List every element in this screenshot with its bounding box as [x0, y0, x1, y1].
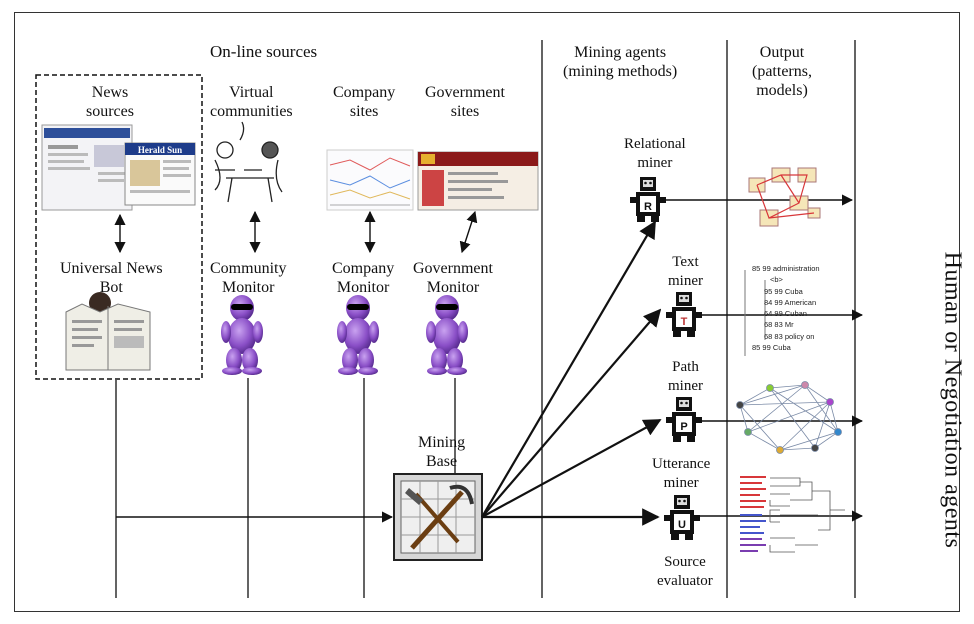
community-monitor-agent [221, 295, 263, 375]
tree-node: 64 99 Cuban [764, 309, 807, 319]
news-dashed-box [35, 74, 203, 380]
robot-letter-t: T [681, 316, 688, 328]
tree-node: 68 83 policy on [764, 331, 815, 341]
tree-node: 68 83 Mr [764, 320, 794, 330]
robot-letter-u: U [678, 519, 686, 531]
path-output-graph [736, 381, 842, 454]
robot-letter-p: P [680, 421, 687, 433]
header-mining-agents: Mining agents(mining methods) [563, 44, 678, 80]
path-miner-robot [666, 397, 702, 442]
news-sources-image: Herald Sun [41, 124, 196, 211]
text-miner-robot [666, 292, 702, 337]
text-output-tree [744, 270, 766, 356]
government-monitor-agent [426, 295, 468, 375]
newspaper-reader-image [65, 292, 151, 371]
utterance-miner-robot [664, 495, 700, 540]
tree-node: 84 99 American [764, 297, 817, 307]
tree-node: <b> [770, 275, 783, 285]
human-or-negotiation-agents-label: Human or Negotiation agents [939, 251, 966, 549]
herald-sun-text: Herald Sun [138, 145, 182, 155]
utterance-output-dendrogram [769, 477, 845, 553]
tree-node: 85 99 administration [752, 264, 820, 273]
relational-miner-robot [630, 177, 666, 222]
company-site-image [326, 149, 414, 211]
arrow-government [459, 210, 478, 254]
tree-node: 85 99 Cuba [752, 343, 791, 353]
tree-node: 95 99 Cuba [764, 286, 803, 296]
robot-letter-r: R [644, 201, 652, 213]
diagram-frame [14, 12, 960, 612]
header-output: Output(patterns,models) [752, 44, 812, 99]
virtual-communities-image [214, 121, 283, 203]
mining-base-icon [393, 473, 483, 561]
text-tree-list: 85 99 administration <b> 95 99 Cuba 84 9… [752, 263, 820, 353]
company-monitor-agent [337, 295, 379, 375]
utterance-output-labels [740, 476, 766, 552]
government-site-image [417, 151, 539, 211]
header-online-sources: On-line sources [210, 42, 318, 61]
relational-output-graph [748, 167, 821, 227]
